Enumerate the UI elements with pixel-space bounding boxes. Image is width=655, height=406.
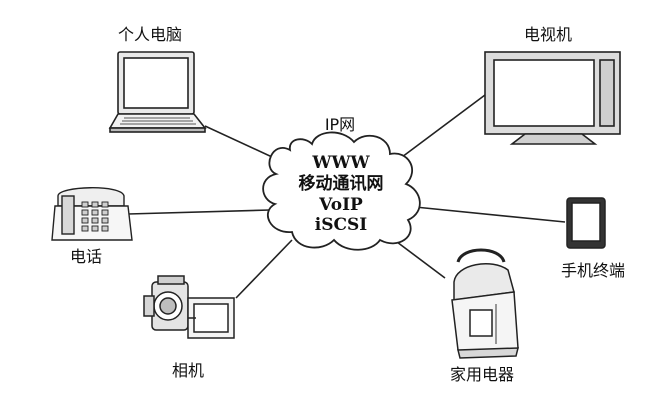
connection-lines	[127, 94, 566, 299]
tv-label: 电视机	[524, 25, 572, 44]
network-label: IP网	[325, 115, 355, 134]
laptop-icon	[108, 51, 207, 133]
ip-network-cloud	[262, 131, 421, 251]
service-www: WWW	[311, 153, 370, 173]
mobile-label: 手机终端	[561, 261, 625, 280]
link-camera	[235, 239, 293, 299]
mobile-device-icon	[566, 197, 606, 249]
link-phone	[127, 209, 271, 215]
service-voip: VoIP	[318, 195, 363, 215]
link-mobile	[414, 206, 566, 223]
link-tv	[397, 94, 486, 161]
link-appliance	[396, 241, 446, 279]
service-mobile-network: 移动通讯网	[299, 173, 384, 194]
appliance-icon	[451, 248, 519, 359]
tv-icon	[484, 51, 621, 145]
telephone-icon	[51, 187, 133, 241]
phone-label: 电话	[70, 247, 102, 266]
camera-label: 相机	[172, 361, 204, 380]
camera-icon	[143, 275, 235, 339]
pc-label: 个人电脑	[118, 25, 182, 44]
appliance-label: 家用电器	[450, 365, 514, 384]
service-iscsi: iSCSI	[315, 215, 368, 235]
